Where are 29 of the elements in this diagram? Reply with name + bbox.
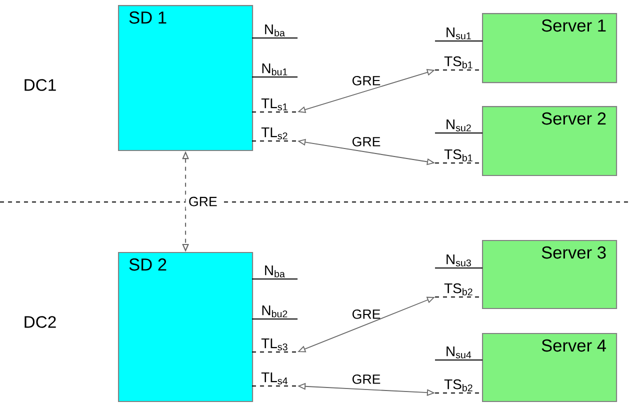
region-label: DC2 bbox=[24, 316, 56, 328]
server-box: Server 1 bbox=[482, 13, 618, 84]
port-label: TL$_{s2}$ bbox=[252, 128, 298, 142]
port-label: N$_{bu1}$ bbox=[252, 64, 298, 78]
device-box: SD 2 bbox=[118, 252, 254, 402]
port-label: N$_{su1}$ bbox=[434, 28, 483, 42]
port-label: TS$_{b2}$ bbox=[434, 379, 483, 394]
device-box: SD 1 bbox=[118, 5, 254, 152]
port-label: TS$_{b1}$ bbox=[434, 149, 483, 164]
server-box: Server 3 bbox=[482, 240, 618, 310]
port-label: N$_{bu2}$ bbox=[252, 305, 298, 320]
port-label: N$_{su2}$ bbox=[434, 120, 483, 134]
server-box: Server 4 bbox=[482, 332, 618, 402]
port-label: N$_{ba}$ bbox=[252, 24, 298, 38]
edge-label: GRE bbox=[352, 136, 380, 146]
port-label: TS$_{b1}$ bbox=[434, 56, 483, 70]
region-label: DC1 bbox=[24, 79, 56, 91]
edge-label: GRE bbox=[352, 309, 380, 319]
port-label: TL$_{s3}$ bbox=[252, 338, 298, 352]
edge-label: GRE bbox=[189, 196, 217, 206]
port-label: TL$_{s1}$ bbox=[252, 98, 298, 112]
port-label: N$_{su3}$ bbox=[434, 254, 483, 268]
port-label: N$_{ba}$ bbox=[252, 266, 298, 280]
port-label: TL$_{s4}$ bbox=[252, 372, 298, 386]
server-box: Server 2 bbox=[482, 106, 618, 176]
port-label: N$_{su4}$ bbox=[434, 346, 483, 360]
edge-label: GRE bbox=[352, 76, 380, 86]
port-label: TS$_{b2}$ bbox=[434, 283, 483, 298]
edge-label: GRE bbox=[352, 374, 380, 384]
